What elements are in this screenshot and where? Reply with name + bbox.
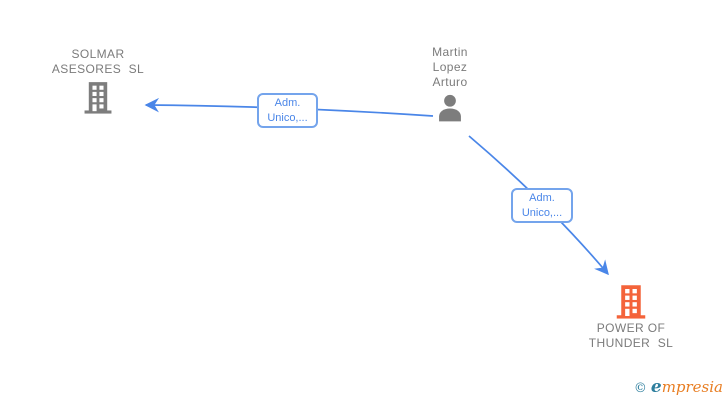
- person-name-line: Arturo: [432, 75, 468, 89]
- person-name-line: Martin: [432, 45, 468, 59]
- person-icon: [434, 92, 466, 124]
- edge-label-line: Adm.: [274, 96, 301, 109]
- edge-label-adm-unico-thunder[interactable]: Adm. Unico,...: [511, 188, 573, 223]
- person-name: Martin Lopez Arturo: [370, 45, 530, 90]
- person-name-line: Lopez: [432, 60, 468, 74]
- empresia-logo[interactable]: ©empresia: [634, 377, 723, 397]
- node-company-thunder[interactable]: POWER OF THUNDER SL: [551, 283, 711, 351]
- company-name-solmar: SOLMAR ASESORES SL: [18, 47, 178, 77]
- company-name-line: POWER OF: [596, 321, 666, 335]
- company-name-line: ASESORES SL: [51, 62, 145, 76]
- edge-label-line: Unico,...: [521, 206, 563, 219]
- node-person-martin[interactable]: Martin Lopez Arturo: [370, 45, 530, 124]
- edge-label-adm-unico-solmar[interactable]: Adm. Unico,...: [257, 93, 318, 128]
- company-name-line: THUNDER SL: [588, 336, 674, 350]
- building-icon: [81, 80, 115, 114]
- company-name-line: SOLMAR: [71, 47, 125, 61]
- edge-label-line: Unico,...: [267, 111, 308, 124]
- company-name-thunder: POWER OF THUNDER SL: [551, 321, 711, 351]
- copyright-icon: ©: [633, 381, 647, 396]
- edge-label-line: Adm.: [529, 191, 555, 204]
- building-icon: [613, 283, 649, 319]
- brand-initial: e: [650, 377, 662, 397]
- node-company-solmar[interactable]: SOLMAR ASESORES SL: [18, 47, 178, 114]
- brand-text: mpresia: [661, 378, 723, 396]
